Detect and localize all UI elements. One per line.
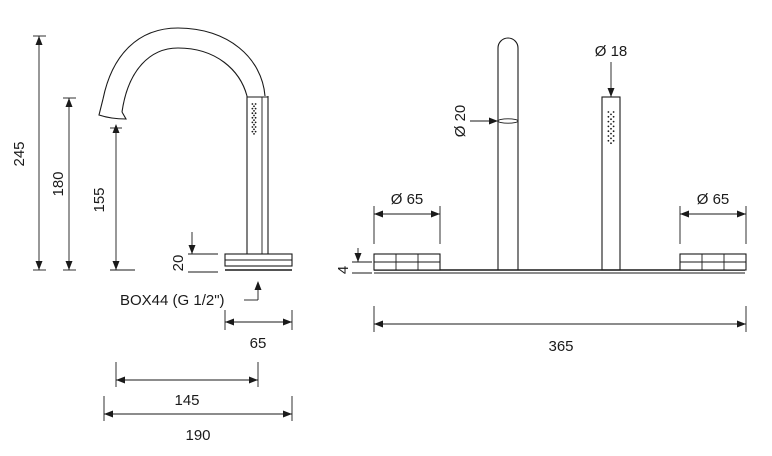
handshower-hole — [610, 113, 612, 116]
spout-tip — [98, 98, 127, 120]
handshower-hole — [612, 120, 615, 123]
side-view: 245 180 155 20 BOX44 (G 1/2") 65 — [11, 27, 293, 444]
handshower-hole — [253, 114, 255, 117]
handshower-hole — [610, 123, 612, 125]
handshower-hole — [612, 139, 615, 142]
dim-label-20: 20 — [170, 255, 187, 272]
handshower-hole — [612, 130, 615, 133]
dim-label-4: 4 — [335, 266, 352, 274]
handshower-hole — [612, 135, 615, 137]
front-view: Ø 20 Ø 18 Ø 65 Ø 65 4 365 — [335, 37, 747, 355]
spout-outline — [102, 27, 266, 100]
handshower-hole — [253, 119, 255, 121]
dim-label-dia-18: Ø 18 — [595, 43, 628, 60]
dim-label-dia-20: Ø 20 — [452, 105, 469, 138]
handshower-hole — [607, 139, 610, 142]
dim-label-245: 245 — [11, 141, 28, 166]
handshower-hole — [610, 137, 612, 140]
handshower-hole — [253, 105, 255, 108]
dim-label-65-side: 65 — [250, 335, 267, 352]
handshower-hole — [607, 125, 610, 128]
front-handshower-holes-icon — [607, 111, 615, 145]
handshower-hole — [251, 112, 254, 115]
handshower-hole — [607, 111, 610, 113]
handshower-hole — [251, 130, 254, 133]
front-handshower — [601, 96, 621, 271]
handshower-holes-icon — [251, 103, 257, 135]
dim-label-365: 365 — [548, 338, 573, 355]
handshower-hole — [612, 111, 615, 113]
box-label: BOX44 (G 1/2") — [120, 292, 225, 309]
handshower-hole — [610, 118, 612, 121]
dim-label-145: 145 — [174, 392, 199, 409]
handshower-hole — [253, 110, 255, 112]
handshower-hole — [254, 121, 257, 124]
handshower-hole — [612, 115, 615, 118]
handshower-hole — [254, 130, 257, 133]
handshower-hole — [251, 103, 254, 105]
handshower-hole — [607, 120, 610, 123]
dim-label-155: 155 — [91, 187, 108, 212]
handshower-hole — [607, 130, 610, 133]
handshower-hole — [251, 107, 254, 110]
handshower-hole — [612, 125, 615, 128]
handshower-hole — [254, 112, 257, 115]
handshower-hole — [607, 135, 610, 137]
handshower-hole — [610, 127, 612, 130]
handshower-hole — [254, 103, 257, 105]
front-spout — [497, 37, 519, 270]
spout-inner-outline — [121, 47, 248, 113]
front-spout-section — [497, 118, 519, 124]
handshower-hole — [253, 133, 255, 135]
handshower-hole — [253, 123, 255, 126]
handshower-hole — [254, 116, 257, 119]
handshower-hole — [251, 126, 254, 128]
handshower-hole — [254, 126, 257, 128]
dim-label-190: 190 — [185, 427, 210, 444]
dim-label-dia-65-left: Ø 65 — [391, 191, 424, 208]
handshower-hole — [253, 128, 255, 131]
handshower-hole — [607, 115, 610, 118]
handshower-hole — [251, 121, 254, 124]
dim-label-180: 180 — [50, 171, 67, 196]
dim-label-dia-65-right: Ø 65 — [697, 191, 730, 208]
handshower-hole — [610, 142, 612, 145]
handshower-hole — [251, 116, 254, 119]
handshower-hole — [254, 107, 257, 110]
handshower-hole — [610, 132, 612, 135]
